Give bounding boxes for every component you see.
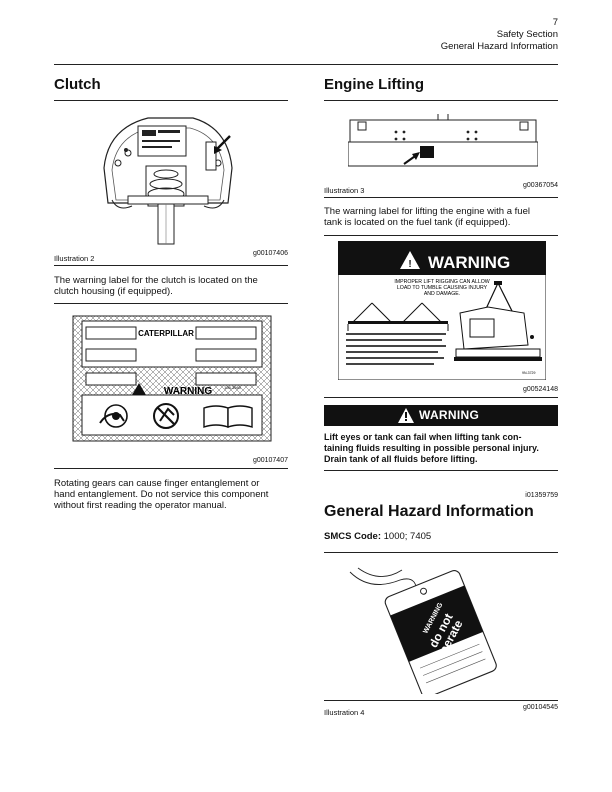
page-number: 7 [552, 17, 558, 28]
lift-warning-triangle-icon [400, 251, 420, 269]
gear-entanglement-icon [99, 404, 128, 428]
svg-text:AND DAMAGE.: AND DAMAGE. [424, 291, 460, 297]
warning-rule [324, 470, 558, 471]
illustration-3-id: g00367054 [522, 182, 558, 189]
warning-text: Lift eyes or tank can fail when lifting … [324, 432, 539, 464]
clutch-text-rule [54, 303, 288, 304]
illustration-2-label: Illustration 2 [54, 254, 95, 263]
svg-text:9N-3729: 9N-3729 [522, 371, 535, 375]
header-subsection: General Hazard Information [440, 41, 558, 52]
clutch-text: The warning label for the clutch is loca… [54, 275, 258, 297]
svg-text:IMPROPER LIFT RIGGING CAN ALLO: IMPROPER LIFT RIGGING CAN ALLOW [394, 279, 489, 285]
clutch-rule [54, 100, 288, 101]
label-image-rule [54, 468, 288, 469]
do-not-operate-tag-illustration: WARNING do not operate [349, 567, 497, 694]
warning-triangle-icon [398, 408, 414, 423]
warning-box-header: WARNING [324, 405, 558, 426]
lifting-text-rule [324, 235, 558, 236]
illustration-2-id: g00107406 [252, 250, 288, 257]
no-service-icon [153, 403, 179, 429]
svg-text:!: ! [408, 259, 411, 270]
illustration-4-id: g00104545 [522, 704, 558, 711]
illustration-4-label: Illustration 4 [324, 708, 365, 717]
clutch-illustration [103, 117, 233, 245]
header-rule [54, 64, 558, 65]
engine-lift-diagram [454, 281, 542, 361]
manual-book-icon [203, 405, 253, 428]
lifting-text: The warning label for lifting the engine… [324, 206, 530, 228]
label-part-number: 108-3560 [224, 385, 242, 390]
illustration-2-rule [54, 265, 288, 266]
warning-box-label: WARNING [419, 408, 480, 422]
header-section: Safety Section [496, 29, 558, 40]
smcs-value: 1000; 7405 [381, 531, 432, 542]
label-brand: CATERPILLAR [138, 329, 194, 338]
smcs-rule [324, 552, 558, 553]
engine-lifting-heading: Engine Lifting [324, 76, 424, 93]
general-hazard-heading: General Hazard Information [324, 503, 534, 520]
clutch-heading: Clutch [54, 76, 101, 93]
svg-text:LOAD TO TUMBLE CAUSING INJURY: LOAD TO TUMBLE CAUSING INJURY [397, 285, 488, 291]
illustration-3-label: Illustration 3 [324, 186, 365, 195]
label-warning: WARNING [164, 386, 213, 397]
rotating-gears-text: Rotating gears can cause finger entangle… [54, 478, 269, 511]
clutch-warning-label: CATERPILLAR 108-3560 WARNING [72, 315, 272, 442]
engine-lifting-rule [324, 100, 558, 101]
lift-label-warning: WARNING [428, 253, 510, 272]
fuel-tank-illustration [348, 114, 538, 167]
page-header: 7 Safety Section General Hazard Informat… [441, 17, 558, 53]
reference-id: i01359759 [525, 492, 558, 499]
spreader-bar-diagram [347, 302, 449, 331]
smcs-label: SMCS Code: [324, 531, 381, 542]
illustration-3-rule [324, 197, 558, 198]
label-image-id: g00107407 [252, 457, 288, 464]
illustration-4-top-rule [324, 700, 558, 701]
lift-image-rule [324, 397, 558, 398]
label-warning-triangle-icon [132, 383, 146, 395]
lift-image-id: g00524148 [522, 386, 558, 393]
smcs-code: SMCS Code: 1000; 7405 [324, 531, 431, 542]
lifting-warning-label: ! WARNING IMPROPER LIFT RIGGING CAN ALLO… [338, 241, 546, 380]
